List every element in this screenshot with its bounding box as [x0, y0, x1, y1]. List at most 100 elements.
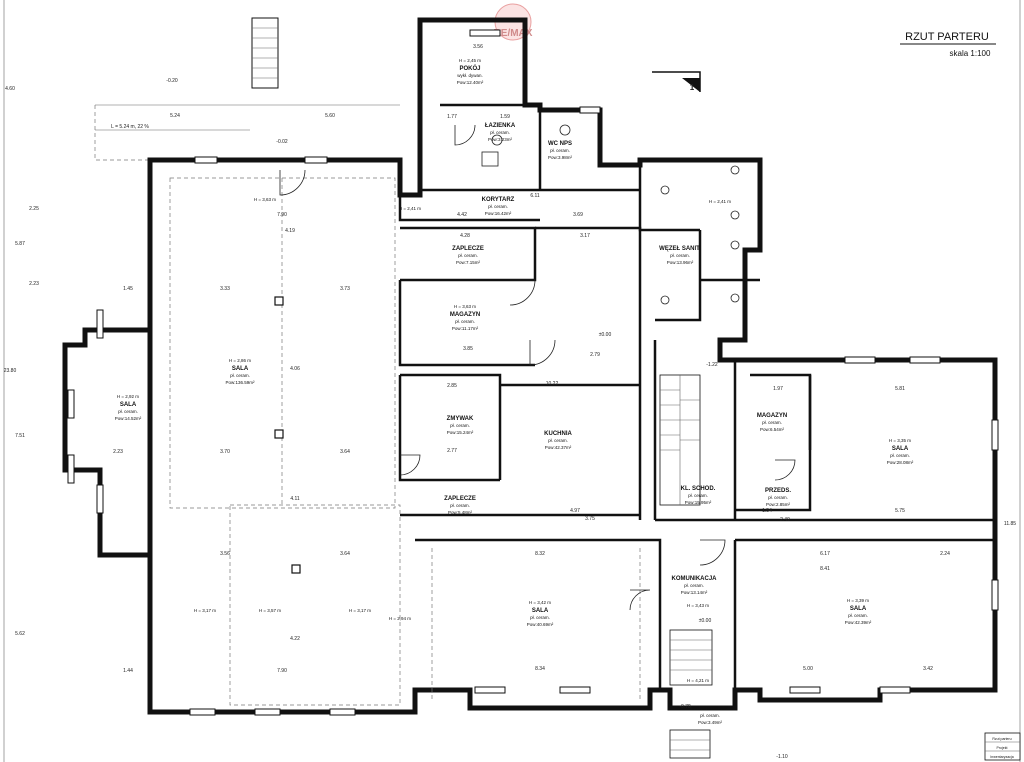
- svg-text:SALA: SALA: [892, 446, 909, 452]
- svg-text:pł. ceram.: pł. ceram.: [684, 583, 704, 588]
- room-label-magazyn-2: MAGAZYN pł. ceram. Pow:6.54m²: [757, 413, 787, 432]
- svg-text:SALA: SALA: [532, 608, 549, 614]
- columns: [274, 296, 301, 574]
- svg-text:4.28: 4.28: [460, 233, 470, 239]
- windows: [67, 29, 999, 716]
- beam-lines: [169, 177, 641, 706]
- svg-text:ZAPLECZE: ZAPLECZE: [444, 496, 476, 502]
- svg-text:5.60: 5.60: [325, 113, 335, 119]
- svg-text:pł. ceram.: pł. ceram.: [688, 493, 708, 498]
- svg-text:WIATROŁAP: WIATROŁAP: [692, 706, 728, 712]
- svg-text:Pow:13.96m²: Pow:13.96m²: [667, 260, 694, 265]
- sanitary-fixtures: [481, 124, 740, 305]
- svg-text:10.22: 10.22: [546, 381, 559, 387]
- svg-text:±0.00: ±0.00: [599, 332, 612, 338]
- svg-text:H = 3,17 m: H = 3,17 m: [194, 608, 216, 613]
- dimensions: 5.24 5.60 7.90 4.19 3.33 3.73 4.06 3.70 …: [4, 44, 1017, 674]
- svg-text:3.64: 3.64: [340, 449, 350, 455]
- room-label-sala-left: H = 2,92 m SALA pł. ceram. Pow:14.52m²: [115, 394, 142, 421]
- section-marker-label: 1: [690, 83, 695, 92]
- room-label-zaplecze-2: ZAPLECZE pł. ceram. Pow:5.48m²: [444, 496, 476, 515]
- svg-text:ZMYWAK: ZMYWAK: [447, 416, 474, 422]
- room-label-kuchnia: KUCHNIA pł. ceram. Pow:42.37m²: [544, 431, 572, 450]
- svg-text:Pow:6.54m²: Pow:6.54m²: [760, 427, 785, 432]
- svg-text:2.85: 2.85: [447, 383, 457, 389]
- svg-text:7.90: 7.90: [277, 212, 287, 218]
- svg-text:±0.00: ±0.00: [699, 618, 712, 624]
- svg-text:3.73: 3.73: [340, 286, 350, 292]
- svg-text:Pow:5.48m²: Pow:5.48m²: [448, 510, 473, 515]
- level-2: -0.02: [276, 139, 288, 145]
- svg-text:4.11: 4.11: [290, 496, 300, 502]
- svg-text:ŁAZIENKA: ŁAZIENKA: [485, 123, 516, 129]
- svg-text:4.22: 4.22: [290, 636, 300, 642]
- svg-text:2.23: 2.23: [113, 449, 123, 455]
- svg-text:2.25: 2.25: [29, 206, 39, 212]
- watermark-text: RE/MAX: [494, 28, 533, 39]
- svg-text:H = 2,86 m: H = 2,86 m: [229, 358, 251, 363]
- svg-text:pł. ceram.: pł. ceram.: [455, 319, 475, 324]
- svg-text:wykł. dywan.: wykł. dywan.: [457, 73, 483, 78]
- svg-text:3.33: 3.33: [220, 286, 230, 292]
- level-labels: ±0.00 ±0.00 -1.22 -1.10 -0.78: [599, 332, 788, 760]
- svg-text:2.23: 2.23: [29, 281, 39, 287]
- svg-text:4.60: 4.60: [5, 86, 15, 92]
- svg-text:KORYTARZ: KORYTARZ: [482, 197, 515, 203]
- svg-text:Pow:14.52m²: Pow:14.52m²: [115, 416, 142, 421]
- level-1: -0.20: [166, 78, 178, 84]
- svg-text:SALA: SALA: [232, 366, 249, 372]
- svg-text:H = 2,94 m: H = 2,94 m: [389, 616, 411, 621]
- plan-scale: skala 1:100: [950, 49, 991, 58]
- svg-text:3.70: 3.70: [220, 449, 230, 455]
- svg-text:4.06: 4.06: [290, 366, 300, 372]
- svg-text:3.56: 3.56: [473, 44, 483, 50]
- svg-text:Pow:3.49m²: Pow:3.49m²: [698, 720, 723, 725]
- svg-text:pł. ceram.: pł. ceram.: [458, 253, 478, 258]
- svg-text:Pow:42.39m²: Pow:42.39m²: [845, 620, 872, 625]
- svg-text:pł. ceram.: pł. ceram.: [530, 615, 550, 620]
- svg-text:H = 4,21 m: H = 4,21 m: [687, 678, 709, 683]
- svg-text:-1.10: -1.10: [776, 754, 788, 760]
- svg-text:5.81: 5.81: [895, 386, 905, 392]
- room-label-sala-bottom-right: H = 3,39 m SALA pł. ceram. Pow:42.39m²: [845, 598, 872, 625]
- doors: [279, 124, 796, 611]
- svg-text:Pow:12.40m²: Pow:12.40m²: [457, 80, 484, 85]
- svg-text:3.42: 3.42: [923, 666, 933, 672]
- svg-text:Rzut parteru: Rzut parteru: [992, 737, 1011, 741]
- svg-text:H = 3,63 m: H = 3,63 m: [254, 197, 276, 202]
- svg-text:pł. ceram.: pł. ceram.: [488, 204, 508, 209]
- room-label-wezel: WĘZEŁ SANIT. pł. ceram. Pow:13.96m²: [659, 246, 701, 265]
- room-label-pokoj: H = 2,45 m POKÓJ wykł. dywan. Pow:12.40m…: [457, 58, 484, 85]
- svg-text:pł. ceram.: pł. ceram.: [670, 253, 690, 258]
- section-marker: 1: [652, 71, 701, 92]
- svg-text:11.85: 11.85: [1004, 521, 1016, 527]
- interior-stairs: [659, 374, 713, 759]
- svg-text:Pow:15.24m²: Pow:15.24m²: [447, 430, 474, 435]
- svg-text:pł. ceram.: pł. ceram.: [548, 438, 568, 443]
- inner-walls: [398, 103, 995, 690]
- svg-text:3.75: 3.75: [585, 516, 595, 522]
- svg-text:H = 3,57 m: H = 3,57 m: [259, 608, 281, 613]
- svg-text:WC NPS: WC NPS: [548, 141, 572, 147]
- svg-text:7.90: 7.90: [277, 668, 287, 674]
- svg-text:Pow:11.17m²: Pow:11.17m²: [452, 326, 479, 331]
- svg-text:PRZEDS.: PRZEDS.: [765, 488, 791, 494]
- svg-text:Pow:13.14m²: Pow:13.14m²: [681, 590, 708, 595]
- svg-text:pł. ceram.: pł. ceram.: [230, 373, 250, 378]
- svg-text:pł. ceram.: pł. ceram.: [490, 130, 510, 135]
- svg-text:-1.22: -1.22: [706, 362, 718, 368]
- room-label-sala-mid: H = 3,42 m SALA pł. ceram. Pow:40.69m²: [527, 600, 554, 627]
- svg-text:pł. ceram.: pł. ceram.: [700, 713, 720, 718]
- room-label-korytarz: KORYTARZ pł. ceram. Pow:16.42m²: [482, 197, 515, 216]
- svg-text:Pow:16.42m²: Pow:16.42m²: [485, 211, 512, 216]
- svg-text:pł. ceram.: pł. ceram.: [762, 420, 782, 425]
- room-label-lazienka: ŁAZIENKA pł. ceram. Pow:3.23m²: [485, 123, 516, 142]
- title-block: Rzut parteru Projekt Inwentaryzacja: [984, 732, 1021, 761]
- svg-text:KUCHNIA: KUCHNIA: [544, 431, 572, 437]
- plan-title: RZUT PARTERU: [905, 31, 989, 43]
- room-label-zmywak: ZMYWAK pł. ceram. Pow:15.24m²: [447, 416, 474, 435]
- room-label-wcnps: WC NPS pł. ceram. Pow:3.98m²: [548, 141, 573, 160]
- svg-text:KOMUNIKACJA: KOMUNIKACJA: [672, 576, 718, 582]
- svg-text:H = 2,41 m: H = 2,41 m: [399, 206, 421, 211]
